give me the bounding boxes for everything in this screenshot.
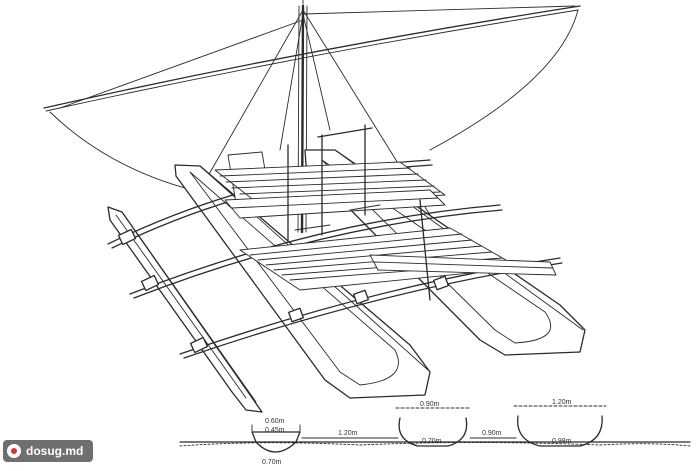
dim-float-bottom: 0.70m (262, 459, 282, 466)
logo-icon (7, 444, 21, 458)
dim-hull-right-bottom: 0.98m (552, 438, 572, 445)
section-hull-right (517, 415, 603, 447)
sail-lower-edge-left (49, 111, 201, 193)
dim-gap-left: 1.20m (338, 430, 358, 437)
dim-float-mid: 0.45m (265, 427, 285, 434)
left-float (107, 206, 263, 413)
watermark: dosug.md (3, 440, 94, 462)
yard-boom (43, 5, 581, 109)
dim-hull-mid-bottom: 0.70m (422, 438, 442, 445)
deck-front (239, 227, 557, 291)
cross-section: 0.60m 0.45m 0.70m 1.20m 0.90m 0.70m 0.90… (179, 399, 691, 466)
dim-hull-mid-top: 0.90m (420, 401, 440, 408)
section-float (251, 431, 301, 453)
dim-float-top: 0.60m (265, 418, 285, 425)
deck-back (214, 151, 446, 219)
dim-hull-right-top: 1.20m (552, 399, 572, 406)
watermark-text: dosug.md (26, 444, 84, 458)
sail (43, 0, 581, 193)
dim-gap-right: 0.90m (482, 430, 502, 437)
rail-posts (287, 124, 431, 301)
sail-lower-edge-right (429, 9, 579, 151)
section-hull-mid (398, 417, 468, 447)
